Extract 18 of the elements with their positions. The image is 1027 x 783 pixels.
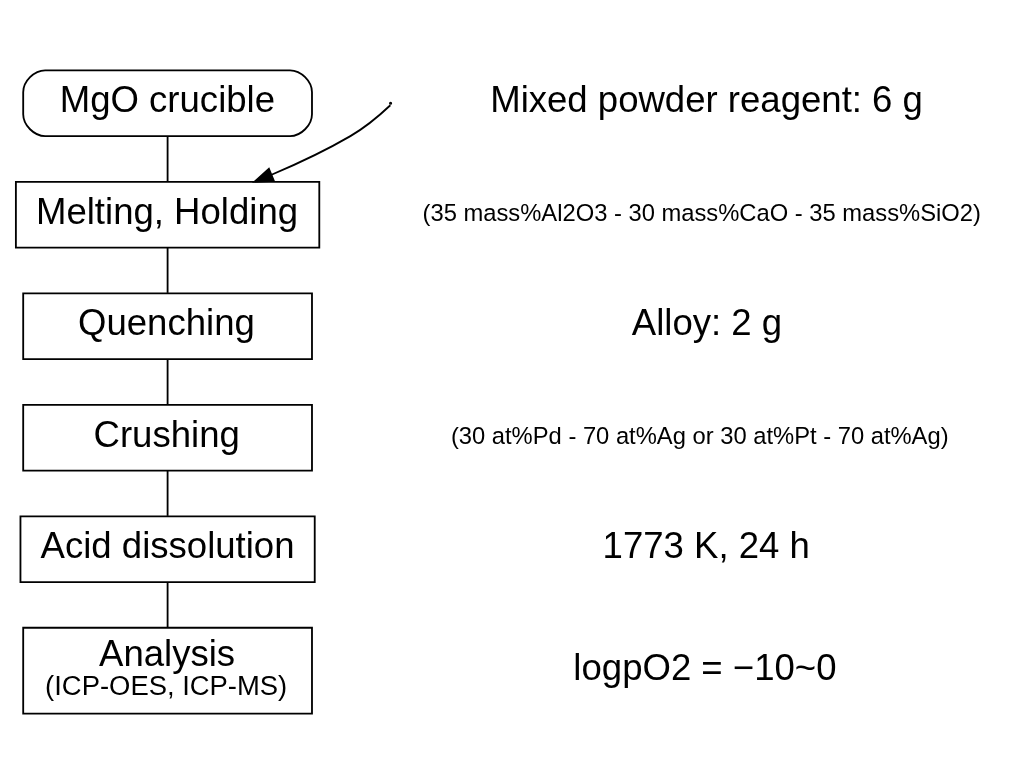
connector (166, 581, 169, 628)
node-box: Acid dissolution (19, 514, 316, 583)
label: 1773 K, 24 h (602, 524, 810, 566)
connector (166, 469, 169, 517)
node-box: Analysis (ICP-OES, ICP-MS) (22, 626, 313, 715)
connector (166, 246, 169, 294)
node-box: Crushing (22, 403, 313, 471)
node-box: MgO crucible (22, 68, 313, 137)
connector (166, 134, 169, 182)
label: Mixed powder reagent: 6 g (490, 78, 923, 120)
node-box: Melting, Holding (14, 180, 321, 249)
label: (35 mass%Al2O3 - 30 mass%CaO - 35 mass%SiO2) (422, 198, 981, 226)
node-box: Quenching (22, 291, 313, 360)
label: logpO2 = −10~0 (573, 646, 837, 688)
arrow (251, 103, 392, 183)
label: Alloy: 2 g (631, 301, 783, 343)
connector (166, 357, 169, 405)
label: (30 at%Pd - 70 at%Ag or 30 at%Pt - 70 at%Ag) (450, 421, 949, 449)
